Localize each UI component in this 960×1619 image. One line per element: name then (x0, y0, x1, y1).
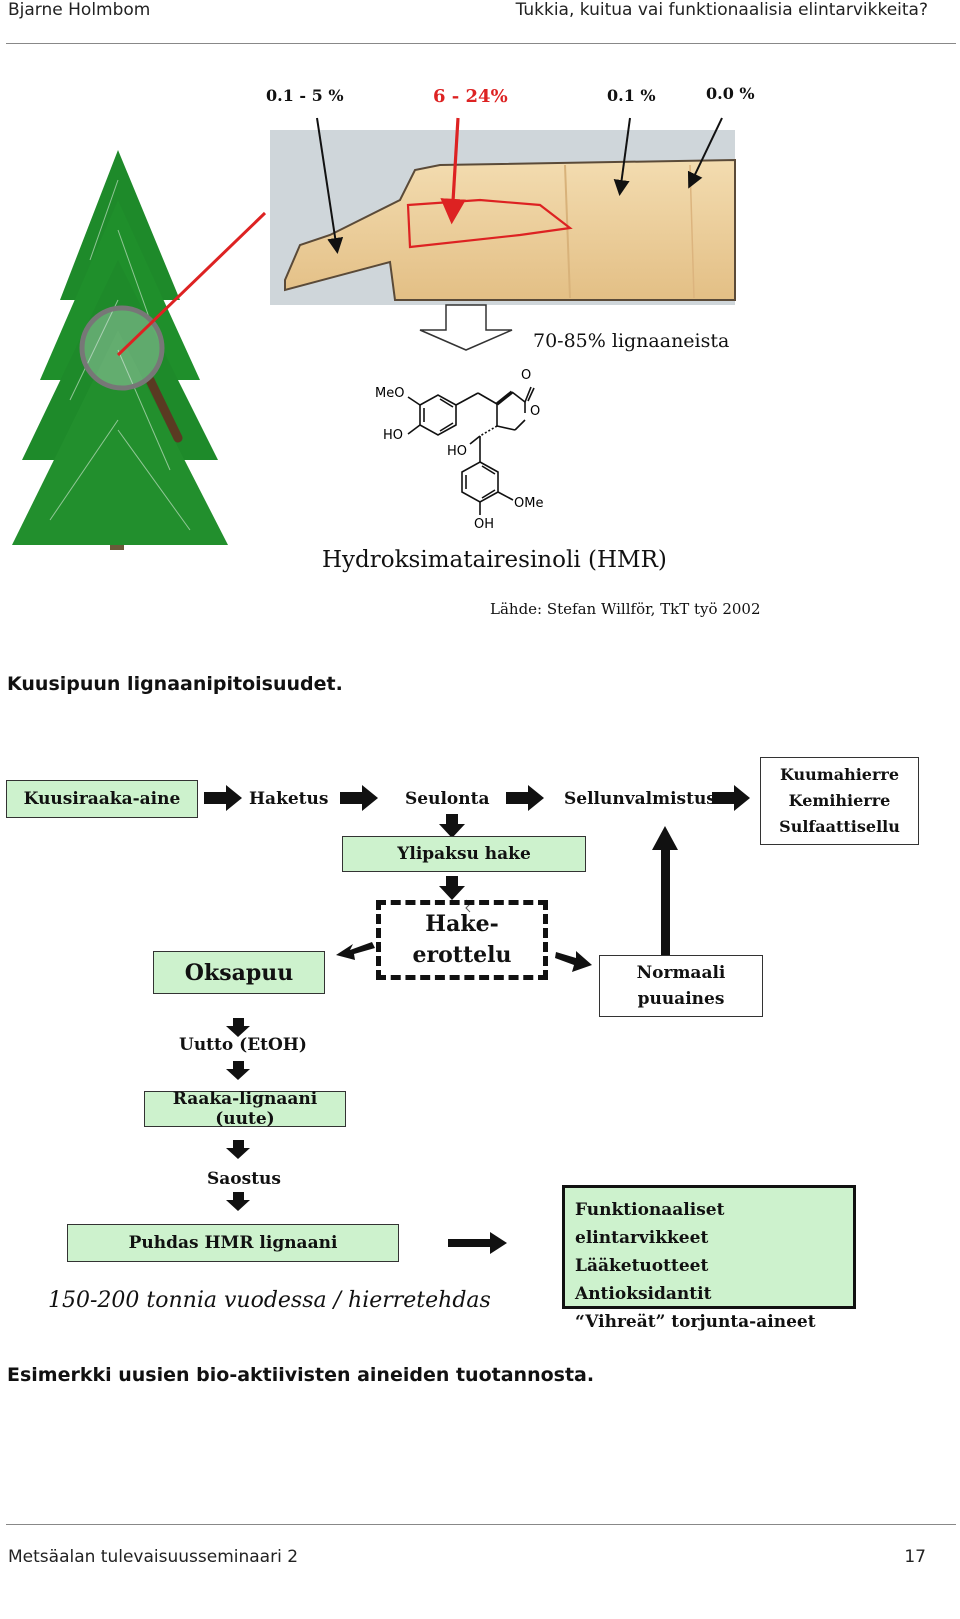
red-pointer-line (116, 211, 267, 357)
pure-hmr-label: Puhdas HMR lignaani (128, 1233, 338, 1253)
figure-caption-1: Kuusipuun lignaanipitoisuudet. (7, 673, 343, 695)
arrow-knot-core (440, 117, 466, 225)
oversize-chips-label: Ylipaksu hake (397, 844, 531, 864)
arrow-right-3 (506, 785, 544, 811)
pulping-label: Sellunvalmistus (564, 789, 716, 809)
precipitation-label: Saostus (207, 1169, 281, 1189)
ring-o-label: O (530, 404, 541, 419)
use-antioxidants: Antioksidantit (575, 1284, 712, 1304)
use-green-pesticides: “Vihreät” torjunta-aineet (575, 1312, 816, 1332)
arrow-up-pulping (652, 826, 678, 955)
pct-knot-outer: 0.1 - 5 % (266, 86, 344, 105)
header-author: Bjarne Holmbom (8, 0, 151, 20)
normal-wood-line-2: puuaines (637, 989, 725, 1009)
arrow-down-1 (226, 1018, 250, 1037)
oh-label: OH (474, 517, 495, 532)
footer-seminar: Metsäalan tulevaisuusseminaari 2 (8, 1547, 299, 1567)
hmr-structure-diagram (407, 386, 535, 515)
arrow-right-2 (340, 785, 378, 811)
process-thermo: Kuumahierre (779, 765, 900, 784)
process-chemi: Kemihierre (788, 791, 891, 810)
arrow-down-oversize (439, 876, 465, 900)
footer-rule (6, 1524, 956, 1525)
knotwood-label: Oksapuu (184, 959, 294, 986)
raw-material-label: Kuusiraaka-aine (23, 789, 181, 809)
footer-page-number: 17 (904, 1547, 926, 1567)
crude-lignan-box: Raaka-lignaani (uute) (144, 1089, 346, 1129)
arrow-down-4 (226, 1192, 250, 1211)
meo-label: MeO (375, 386, 405, 401)
pulping-processes-box: Kuumahierre Kemihierre Sulfaattisellu (760, 757, 919, 845)
use-pharmaceuticals: Lääketuotteet (575, 1256, 709, 1276)
arrow-right-uses (448, 1232, 507, 1254)
uses-box: Funktionaaliset elintarvikkeet Lääketuot… (562, 1185, 856, 1332)
arrow-right-normal (555, 951, 592, 972)
source-note: Lähde: Stefan Willför, TkT työ 2002 (490, 600, 761, 618)
compound-name: Hydroksimatairesinoli (HMR) (322, 547, 667, 573)
hollow-down-arrow-icon (419, 304, 513, 351)
pct-stem-far: 0.0 % (706, 84, 755, 103)
ho-label-2: HO (447, 444, 468, 459)
arrow-down-screen (439, 814, 465, 838)
chip-separation-box: Hake- erottelu (376, 900, 548, 980)
normal-wood-box: Normaali puuaines (599, 955, 763, 1017)
chipping-label: Haketus (249, 789, 329, 809)
arrow-stem-near (613, 117, 631, 196)
pure-hmr-box: Puhdas HMR lignaani (67, 1224, 399, 1262)
arrow-stem-far (687, 117, 723, 189)
normal-wood-line-1: Normaali (636, 963, 726, 983)
extraction-label: Uutto (EtOH) (179, 1035, 307, 1055)
screening-label: Seulonta (405, 789, 490, 809)
pct-knot-core: 6 - 24% (433, 86, 508, 107)
capacity-note: 150-200 tonnia vuodessa / hierretehdas (48, 1288, 491, 1313)
oversize-chips-box: Ylipaksu hake (342, 836, 586, 872)
crude-lignan-label: Raaka-lignaani (uute) (172, 1089, 318, 1129)
header-title: Tukkia, kuitua vai funktionaalisia elint… (515, 0, 928, 20)
arrow-down-3 (226, 1140, 250, 1159)
arrow-right-1 (204, 785, 242, 811)
arrow-right-4 (712, 785, 750, 811)
magnifier-icon (79, 305, 183, 443)
arrow-down-2 (226, 1061, 250, 1080)
header-rule (6, 43, 956, 44)
ho-label-1: HO (383, 428, 404, 443)
arrow-knot-outer (316, 117, 344, 254)
lignan-share-label: 70-85% lignaaneista (533, 330, 730, 352)
raw-material-box: Kuusiraaka-aine (6, 780, 198, 818)
separation-line-2: erottelu (412, 942, 512, 968)
separation-line-1: Hake- (425, 911, 499, 937)
pct-stem-near: 0.1 % (607, 86, 656, 105)
use-functional-foods: Funktionaaliset elintarvikkeet (575, 1200, 725, 1248)
arrow-left-knotwood (336, 942, 375, 960)
ome-label: OMe (514, 496, 544, 511)
figure-caption-2: Esimerkki uusien bio-aktiivisten aineide… (7, 1364, 595, 1386)
spruce-tree-image (12, 150, 228, 550)
process-kraft: Sulfaattisellu (779, 817, 900, 836)
carbonyl-o-label: O (521, 368, 532, 383)
knotwood-box: Oksapuu (153, 951, 325, 994)
